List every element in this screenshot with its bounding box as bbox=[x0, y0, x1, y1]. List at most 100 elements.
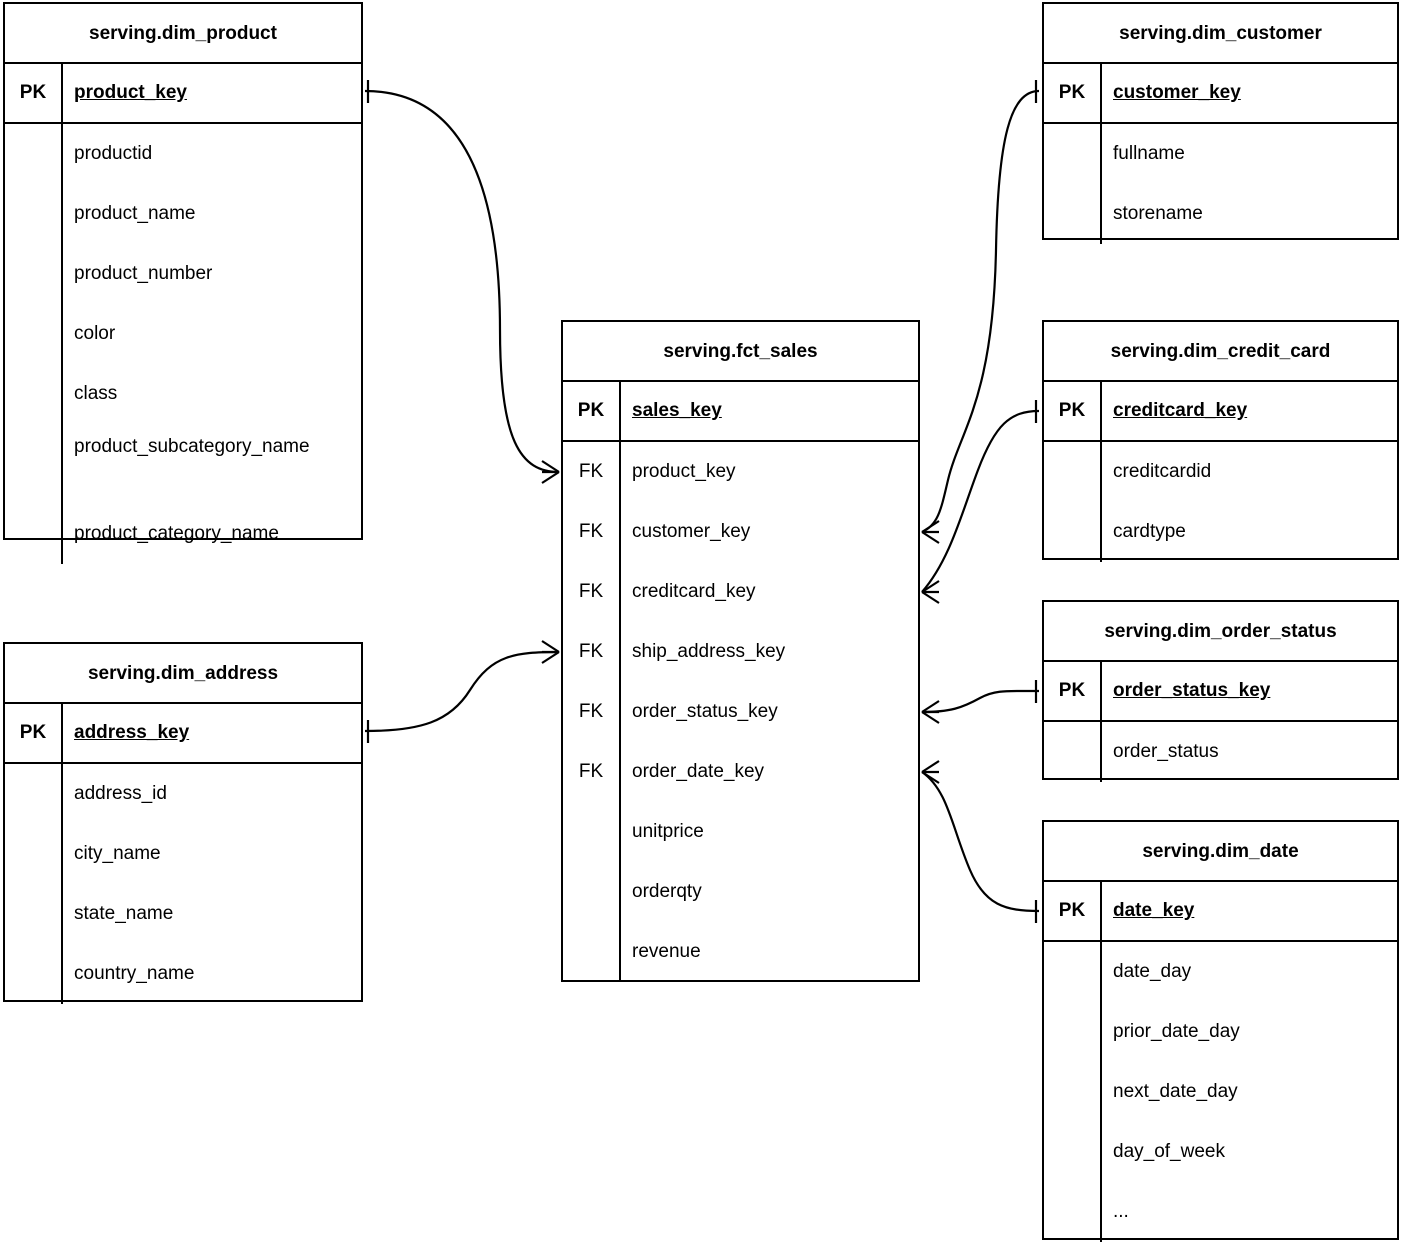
crowsfoot-customer bbox=[921, 520, 940, 544]
attr-fieldcol-dim-customer: fullname storename bbox=[1102, 124, 1397, 244]
attribute-row: unitprice bbox=[632, 821, 704, 842]
pk-tag-fct-sales: PK bbox=[577, 400, 605, 421]
pk-field-dim-product: product_key bbox=[74, 82, 187, 103]
fk-tag: FK bbox=[578, 761, 604, 782]
entity-dim-order-status[interactable]: serving.dim_order_status PK order_status… bbox=[1042, 600, 1399, 782]
attribute-row: state_name bbox=[74, 903, 174, 924]
fk-tag bbox=[563, 802, 619, 862]
pk-row-dim-customer: PK customer_key bbox=[1044, 64, 1397, 124]
relationship-address bbox=[364, 640, 560, 743]
pk-tag-cell-dim-credit-card: PK bbox=[1044, 382, 1102, 440]
pk-tag-cell-dim-date: PK bbox=[1044, 882, 1102, 940]
attr-body-fct-sales: FK FK FK FK FK FK product_key customer_k… bbox=[563, 442, 918, 982]
pk-tag-dim-credit-card: PK bbox=[1058, 400, 1086, 421]
attribute-row: product_category_name bbox=[74, 523, 279, 544]
attr-fieldcol-dim-product: productid product_name product_number co… bbox=[63, 124, 361, 564]
pk-tag-cell-dim-order-status: PK bbox=[1044, 662, 1102, 720]
attr-body-dim-date: date_day prior_date_day next_date_day da… bbox=[1044, 942, 1397, 1242]
fk-tag bbox=[563, 862, 619, 922]
attribute-row: ... bbox=[1113, 1201, 1129, 1222]
attr-fieldcol-dim-credit-card: creditcardid cardtype bbox=[1102, 442, 1397, 562]
entity-title-fct-sales: serving.fct_sales bbox=[563, 322, 918, 382]
attribute-row: order_status bbox=[1113, 741, 1219, 762]
fk-tag: FK bbox=[578, 701, 604, 722]
attribute-row: revenue bbox=[632, 941, 701, 962]
attr-fieldcol-dim-order-status: order_status bbox=[1102, 722, 1397, 782]
fk-tag: FK bbox=[578, 521, 604, 542]
pk-tag-dim-order-status: PK bbox=[1058, 680, 1086, 701]
pk-tag-cell-dim-address: PK bbox=[5, 704, 63, 762]
pk-tag-cell-dim-customer: PK bbox=[1044, 64, 1102, 122]
pk-row-dim-order-status: PK order_status_key bbox=[1044, 662, 1397, 722]
attribute-row: order_date_key bbox=[632, 761, 765, 782]
attribute-row: color bbox=[74, 323, 116, 344]
pk-field-dim-order-status: order_status_key bbox=[1113, 680, 1271, 701]
pk-field-fct-sales: sales_key bbox=[632, 400, 722, 421]
attribute-row: order_status_key bbox=[632, 701, 778, 722]
fk-tag bbox=[563, 922, 619, 982]
attribute-row: date_day bbox=[1113, 961, 1192, 982]
relationship-product bbox=[364, 80, 560, 484]
pk-tag-dim-customer: PK bbox=[1058, 82, 1086, 103]
fk-tag: FK bbox=[578, 641, 604, 662]
attribute-row: customer_key bbox=[632, 521, 751, 542]
attribute-row: city_name bbox=[74, 843, 161, 864]
attribute-row: productid bbox=[74, 143, 153, 164]
pk-field-cell-dim-customer: customer_key bbox=[1102, 64, 1397, 122]
attribute-row: next_date_day bbox=[1113, 1081, 1238, 1102]
attribute-row: fullname bbox=[1113, 143, 1185, 164]
attribute-row: storename bbox=[1113, 203, 1203, 224]
pk-row-fct-sales: PK sales_key bbox=[563, 382, 918, 442]
attr-body-dim-customer: fullname storename bbox=[1044, 124, 1397, 244]
entity-dim-date[interactable]: serving.dim_date PK date_key date_day pr… bbox=[1042, 820, 1399, 1242]
fk-tag: FK bbox=[578, 581, 604, 602]
entity-title-dim-product: serving.dim_product bbox=[5, 4, 361, 64]
pk-field-cell-dim-date: date_key bbox=[1102, 882, 1397, 940]
entity-title-dim-customer: serving.dim_customer bbox=[1044, 4, 1397, 64]
attribute-row: day_of_week bbox=[1113, 1141, 1225, 1162]
crowsfoot-creditcard bbox=[921, 580, 940, 604]
pk-row-dim-credit-card: PK creditcard_key bbox=[1044, 382, 1397, 442]
pk-field-dim-address: address_key bbox=[74, 722, 190, 743]
crowsfoot-date bbox=[921, 760, 940, 784]
attr-keycol-dim-order-status bbox=[1044, 722, 1102, 782]
pk-tag-cell-dim-product: PK bbox=[5, 64, 63, 122]
crowsfoot-orderstatus bbox=[921, 700, 940, 724]
entity-title-dim-credit-card: serving.dim_credit_card bbox=[1044, 322, 1397, 382]
fk-tag: FK bbox=[578, 461, 604, 482]
pk-tag-dim-product: PK bbox=[19, 82, 47, 103]
pk-field-cell-dim-credit-card: creditcard_key bbox=[1102, 382, 1397, 440]
attr-body-dim-product: productid product_name product_number co… bbox=[5, 124, 361, 564]
entity-dim-address[interactable]: serving.dim_address PK address_key addre… bbox=[3, 642, 363, 1004]
entity-title-dim-order-status: serving.dim_order_status bbox=[1044, 602, 1397, 662]
pk-field-cell-dim-address: address_key bbox=[63, 704, 361, 762]
attribute-row: address_id bbox=[74, 783, 167, 804]
pk-row-dim-product: PK product_key bbox=[5, 64, 361, 124]
attr-keycol-dim-credit-card bbox=[1044, 442, 1102, 562]
attribute-row: ship_address_key bbox=[632, 641, 786, 662]
pk-field-dim-customer: customer_key bbox=[1113, 82, 1241, 103]
attr-body-dim-order-status: order_status bbox=[1044, 722, 1397, 782]
relationship-creditcard bbox=[921, 400, 1040, 604]
attribute-row: cardtype bbox=[1113, 521, 1186, 542]
attribute-row: product_key bbox=[632, 461, 736, 482]
attribute-row: prior_date_day bbox=[1113, 1021, 1240, 1042]
pk-field-cell-dim-product: product_key bbox=[63, 64, 361, 122]
pk-row-dim-address: PK address_key bbox=[5, 704, 361, 764]
pk-field-cell-dim-order-status: order_status_key bbox=[1102, 662, 1397, 720]
entity-dim-product[interactable]: serving.dim_product PK product_key produ… bbox=[3, 2, 363, 564]
attribute-row: country_name bbox=[74, 963, 195, 984]
attribute-row: product_subcategory_name bbox=[74, 436, 310, 457]
pk-tag-cell-fct-sales: PK bbox=[563, 382, 621, 440]
attr-keycol-dim-product bbox=[5, 124, 63, 564]
entity-title-dim-address: serving.dim_address bbox=[5, 644, 361, 704]
entity-fct-sales[interactable]: serving.fct_sales PK sales_key FK FK FK … bbox=[561, 320, 920, 982]
attribute-row: class bbox=[74, 383, 118, 404]
attr-body-dim-credit-card: creditcardid cardtype bbox=[1044, 442, 1397, 562]
pk-field-dim-date: date_key bbox=[1113, 900, 1195, 921]
attr-body-dim-address: address_id city_name state_name country_… bbox=[5, 764, 361, 1004]
attr-keycol-dim-date bbox=[1044, 942, 1102, 1242]
entity-dim-customer[interactable]: serving.dim_customer PK customer_key ful… bbox=[1042, 2, 1399, 244]
entity-dim-credit-card[interactable]: serving.dim_credit_card PK creditcard_ke… bbox=[1042, 320, 1399, 562]
